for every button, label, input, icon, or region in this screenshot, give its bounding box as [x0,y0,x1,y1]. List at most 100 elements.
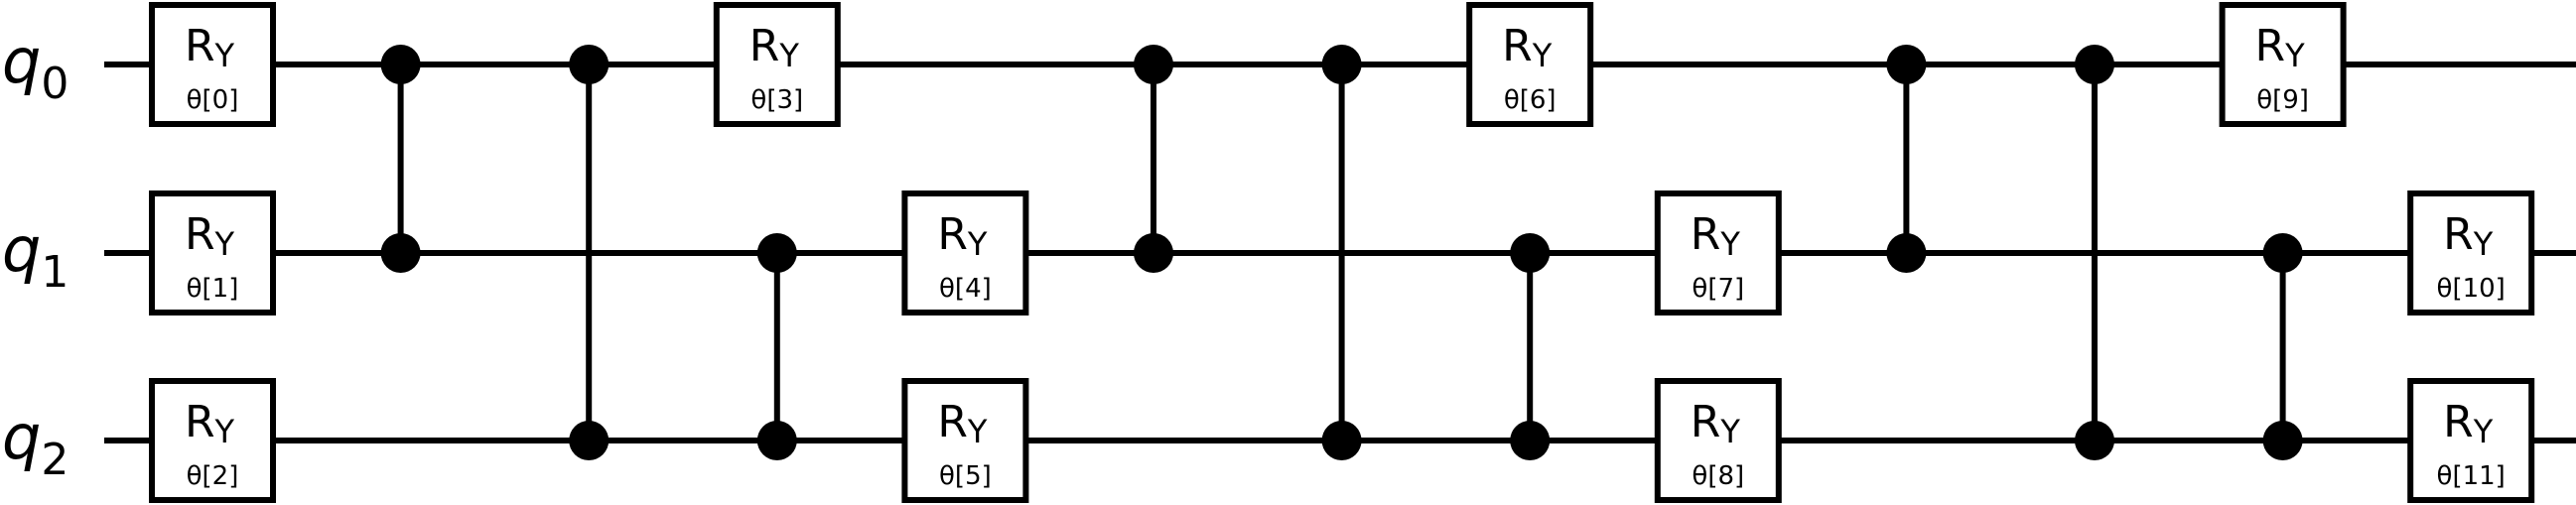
gate-name-letter: R [749,21,780,71]
cz-control-dot [2075,421,2114,460]
gate-name-subscript: Y [2473,225,2494,263]
ry-gate: RYθ[0] [149,2,276,127]
gate-name: RY [749,21,800,74]
gate-name-subscript: Y [214,413,235,450]
ry-gate: RYθ[4] [901,190,1029,316]
cz-gate [1510,233,1551,460]
cz-control-dot [569,45,610,84]
cz-control-dot [1134,45,1173,84]
qubit-label-index: 1 [41,247,68,298]
gate-name-letter: R [2443,397,2474,447]
gate-parameter: θ[5] [939,461,992,491]
gate-name-letter: R [2443,209,2474,260]
gate-name-letter: R [937,209,968,260]
ry-gate: RYθ[10] [2407,190,2535,316]
gate-parameter: θ[11] [2437,461,2506,491]
cz-control-dot [380,45,421,84]
gate-name-subscript: Y [967,225,988,263]
gate-name-subscript: Y [967,413,988,450]
gate-name: RY [1691,209,1741,263]
gate-box [901,190,1029,316]
gate-parameter: θ[8] [1692,461,1744,491]
cz-control-dot [1321,421,1362,460]
gate-box [2407,190,2535,316]
gate-name-letter: R [1502,21,1533,71]
qubit-label-index: 0 [41,59,68,109]
gate-name-letter: R [937,397,968,447]
ry-gate: RY θ[1] [149,190,276,316]
gate-box [1654,190,1782,316]
gate-name: RY [937,397,988,450]
ry-gate: RYθ[5] [901,378,1029,503]
cz-gate [2075,45,2114,460]
cz-control-dot [756,233,797,273]
cz-gate [1321,45,1362,460]
gate-parameter: θ[6] [1504,85,1557,115]
ry-gate: RYθ[11] [2407,378,2535,503]
qubit-label-letter: q [2,25,41,97]
ry-gate: RYθ[6] [1466,2,1594,127]
gate-name-letter: R [185,209,215,260]
cz-gate [2262,233,2303,460]
gate-name: RY [185,21,235,74]
rotation-gates: RYθ[0]RYθ[1]RYθ[2]RYθ[3]RYθ[4]RYθ[5]RYθ[… [149,2,2535,503]
gate-name-subscript: Y [778,37,799,74]
cz-gate [1886,45,1927,273]
cz-control-dot [1510,233,1551,273]
gate-name: RY [185,397,235,450]
gate-box [149,190,276,316]
qubit-label-letter: q [2,213,41,286]
gate-name-letter: R [2255,21,2286,71]
gate-box [1654,378,1782,503]
gate-parameter: θ[0] [187,85,239,115]
gate-name-letter: R [185,21,215,71]
cz-gate [380,45,421,273]
ry-gate: RY θ[8] [1654,378,1782,503]
ry-gate: RY θ[9] [2219,2,2347,127]
gate-box [713,2,841,127]
cz-control-dot [569,421,610,460]
cz-gate [756,233,797,460]
qubit-label-2: q2 [2,401,68,485]
gate-name: RY [185,209,235,263]
gate-name: RY [937,209,988,263]
gate-parameter: θ[1] [187,274,239,304]
gate-parameter: θ[9] [2256,85,2309,115]
gate-box [2407,378,2535,503]
gate-box [2219,2,2347,127]
gate-parameter: θ[4] [939,274,992,304]
gate-name-subscript: Y [214,37,235,74]
qubit-label-1: q1 [2,213,68,298]
gate-name-subscript: Y [1719,225,1740,263]
cz-control-dot [1134,233,1173,273]
gate-box [149,2,276,127]
ry-gate: RYθ[3] [713,2,841,127]
cz-control-dot [2262,233,2303,273]
controlled-z-gates [380,45,2303,460]
cz-control-dot [1510,421,1551,460]
ry-gate: RYθ[7] [1654,190,1782,316]
gate-parameter: θ[2] [187,461,239,491]
cz-gate [1134,45,1173,273]
qubit-label-0: q0 [2,25,68,109]
gate-name: RY [2443,209,2494,263]
gate-name-letter: R [1691,209,1721,260]
cz-control-dot [2262,421,2303,460]
qubit-label-index: 2 [41,435,68,485]
gate-box [149,378,276,503]
gate-name-subscript: Y [1719,413,1740,450]
cz-control-dot [1321,45,1362,84]
gate-name-subscript: Y [2473,413,2494,450]
gate-parameter: θ[7] [1692,274,1744,304]
cz-gate [569,45,610,460]
qubit-label-letter: q [2,401,41,473]
gate-name: RY [2255,21,2306,74]
gate-parameter: θ[3] [750,85,803,115]
gate-name: RY [2443,397,2494,450]
gate-name-subscript: Y [1532,37,1553,74]
gate-name: RY [1691,397,1741,450]
cz-control-dot [2075,45,2114,84]
gate-name: RY [1502,21,1553,74]
